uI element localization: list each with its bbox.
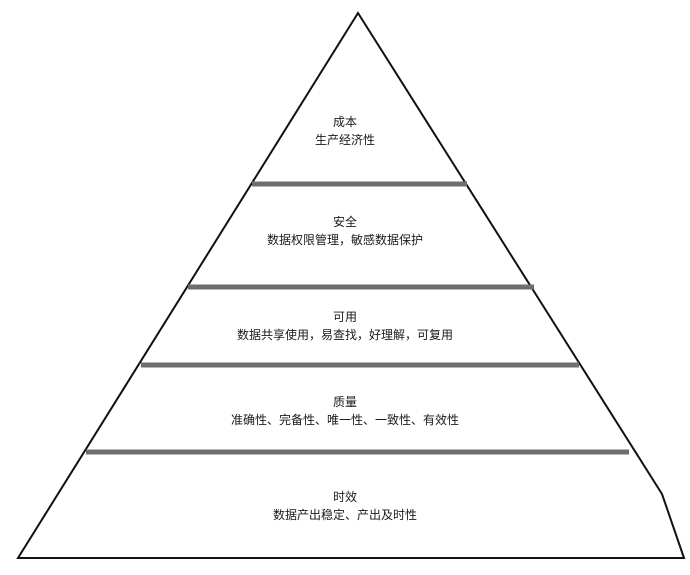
tier-security: 安全 数据权限管理，敏感数据保护 xyxy=(0,213,690,249)
tier-security-title: 安全 xyxy=(332,215,357,229)
tier-usability-description: 数据共享使用，易查找，好理解，可复用 xyxy=(236,328,453,342)
tier-usability-title: 可用 xyxy=(332,310,357,324)
tier-timeliness-title: 时效 xyxy=(332,490,357,504)
tier-quality: 质量 准确性、完备性、唯一性、一致性、有效性 xyxy=(0,393,690,429)
tier-cost-description: 生产经济性 xyxy=(314,133,375,147)
tier-timeliness: 时效 数据产出稳定、产出及时性 xyxy=(0,488,690,524)
tier-security-description: 数据权限管理，敏感数据保护 xyxy=(266,233,423,247)
tier-usability: 可用 数据共享使用，易查找，好理解，可复用 xyxy=(0,308,690,344)
tier-quality-title: 质量 xyxy=(332,395,357,409)
tier-quality-description: 准确性、完备性、唯一性、一致性、有效性 xyxy=(230,413,459,427)
tier-timeliness-description: 数据产出稳定、产出及时性 xyxy=(272,508,417,522)
tier-cost-title: 成本 xyxy=(332,115,357,129)
pyramid-outline xyxy=(16,11,686,559)
tier-cost: 成本 生产经济性 xyxy=(0,113,690,149)
